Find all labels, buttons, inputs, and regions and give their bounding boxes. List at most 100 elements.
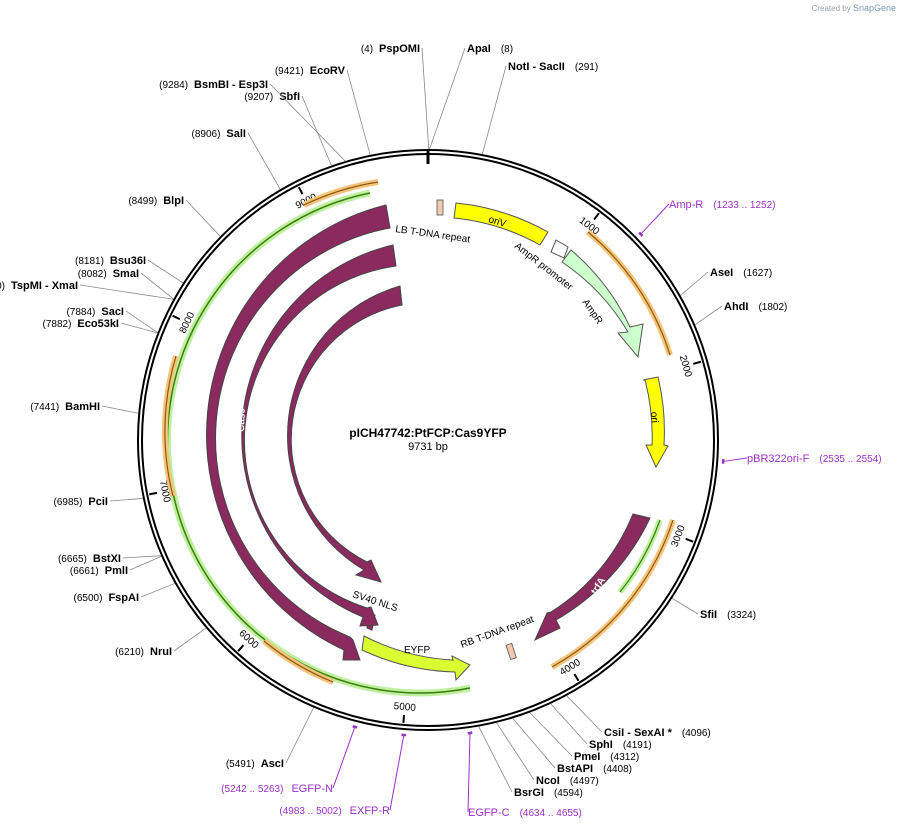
restriction-site-ncoi[interactable]: NcoI(4497) <box>536 775 599 787</box>
site-position: (8) <box>501 44 513 55</box>
restriction-site-sali[interactable]: SalI(8906) <box>192 128 246 140</box>
site-position: (6500) <box>74 593 103 604</box>
site-name: SacI <box>101 306 124 318</box>
site-position: (8080) <box>0 281 5 292</box>
restriction-site-nrui[interactable]: NruI(6210) <box>115 646 172 658</box>
site-position: (7441) <box>30 402 59 413</box>
orf-arc-orange-5-line <box>551 519 674 668</box>
site-name: BamHI <box>65 401 100 413</box>
primer-group: Amp-R(1233 .. 1252) pBR322ori-F(2535 .. 2… <box>221 199 881 819</box>
tick-mark <box>685 537 694 543</box>
site-leader <box>109 498 143 502</box>
site-position: (4191) <box>623 740 652 751</box>
primer-pbr322ori-f[interactable]: pBR322ori-F(2535 .. 2554) <box>747 453 882 465</box>
site-position: (7884) <box>66 307 95 318</box>
feature-cas9-2 <box>241 244 397 627</box>
site-name: SbfI <box>279 91 300 103</box>
restriction-site-sphi[interactable]: SphI (4191) <box>589 739 652 751</box>
restriction-site-csii[interactable]: CsiI - SexAI *(4096) <box>604 727 711 739</box>
restriction-site-bsrgi[interactable]: BsrGI(4594) <box>514 787 583 799</box>
feature-eyfp <box>361 635 471 682</box>
restriction-site-pspomi[interactable]: PspOMI(4) <box>361 43 420 55</box>
restriction-site-bstxi[interactable]: BstXI(6665) <box>58 553 121 565</box>
site-name: Bsu36I <box>110 255 146 267</box>
orf-arc-orange-1-line <box>303 181 379 206</box>
credit-prefix: Created by <box>811 4 851 13</box>
site-name: BlpI <box>163 195 184 207</box>
site-name: CsiI - SexAI * <box>604 727 673 739</box>
label-lb-tdna: LB T-DNA repeat <box>395 224 471 245</box>
orf-arc-green-trfa-line <box>619 519 661 593</box>
feature-lb-tdna-box <box>436 199 444 216</box>
site-position: (6210) <box>115 647 144 658</box>
label-ampr: AmpR <box>580 297 605 326</box>
plasmid-title: pICH47742:PtFCP:Cas9YFP <box>349 426 506 440</box>
site-position: (6661) <box>70 566 99 577</box>
restriction-site-noti[interactable]: NotI - SacII(291) <box>508 61 598 73</box>
orf-arc-orange-2-line <box>164 355 177 497</box>
primer-egfp-n[interactable]: EGFP-N(5242 .. 5263) <box>221 783 333 795</box>
site-name: BstXI <box>93 553 121 565</box>
site-name: SphI <box>589 739 613 751</box>
label-eyfp: EYFP <box>404 645 430 656</box>
site-position: (6985) <box>54 497 83 508</box>
primer-exfp-r[interactable]: EXFP-R(4983 .. 5002) <box>279 805 390 817</box>
feature-group <box>206 199 669 682</box>
site-name: Eco53kI <box>77 318 119 330</box>
restriction-site-asci[interactable]: AscI(5491) <box>226 758 284 770</box>
site-leader <box>247 132 281 190</box>
restriction-site-eco53ki[interactable]: Eco53kI(7882) <box>43 318 120 330</box>
snapgene-logo: SnapGene <box>852 3 896 13</box>
primer-leader <box>389 734 405 811</box>
site-leader <box>529 712 573 757</box>
primer-leader <box>640 203 670 235</box>
restriction-site-bsu36i[interactable]: Bsu36I(8181) <box>75 255 146 267</box>
site-name: PspOMI <box>379 43 420 55</box>
primer-leader <box>332 726 356 789</box>
site-name: AscI <box>261 758 284 770</box>
site-leader <box>478 726 513 793</box>
primer-egfp-c[interactable]: EGFP-C(4634 .. 4655) <box>468 807 582 819</box>
restriction-site-bamhi[interactable]: BamHI (7441) <box>30 401 100 413</box>
site-name: PciI <box>88 496 108 508</box>
site-position: (9421) <box>275 66 304 77</box>
feature-trfa <box>533 513 651 642</box>
feature-cas9-3 <box>287 285 403 583</box>
restriction-site-smai[interactable]: SmaI(8082) <box>78 268 139 280</box>
restriction-site-ahdi[interactable]: AhdI(1802) <box>724 301 787 313</box>
feature-rb-tdna-box <box>505 642 517 661</box>
restriction-site-tspmi[interactable]: TspMI - XmaI(8080) <box>0 280 78 292</box>
site-name: FspAI <box>108 592 139 604</box>
restriction-site-pmei[interactable]: PmeI(4312) <box>574 751 639 763</box>
tick-label: 5000 <box>393 701 417 714</box>
restriction-site-sfii[interactable]: SfiI(3324) <box>700 609 756 621</box>
label-oriv: oriV <box>487 214 507 230</box>
site-leader <box>694 305 723 326</box>
site-name: BsrGI <box>514 787 544 799</box>
primer-amp-r[interactable]: Amp-R(1233 .. 1252) <box>669 199 776 211</box>
restriction-site-sbfi[interactable]: SbfI(9207) <box>244 91 300 103</box>
restriction-site-ecorv[interactable]: EcoRV(9421) <box>275 65 346 77</box>
site-leader <box>125 310 158 333</box>
site-leader <box>680 271 709 296</box>
restriction-site-apai[interactable]: ApaI(8) <box>467 43 513 55</box>
restriction-site-bsmbi[interactable]: BsmBI - Esp3I(9284) <box>159 79 268 91</box>
site-leader <box>496 722 535 781</box>
primer-range: (4983 .. 5002) <box>279 806 341 817</box>
tick-mark <box>297 186 304 195</box>
restriction-site-fspai[interactable]: FspAI (6500) <box>74 592 139 604</box>
site-name: BsmBI - Esp3I <box>194 79 268 91</box>
site-name: SmaI <box>113 268 139 280</box>
restriction-site-bstapi[interactable]: BstAPI(4408) <box>557 763 632 775</box>
restriction-site-blpi[interactable]: BlpI(8499) <box>128 195 184 207</box>
tick-mark <box>573 673 580 682</box>
site-name: NotI - SacII <box>508 61 565 73</box>
tick-mark <box>402 714 406 724</box>
restriction-site-saci[interactable]: SacI (7884) <box>66 306 124 318</box>
restriction-site-asei[interactable]: AseI(1627) <box>710 267 772 279</box>
site-name: SfiI <box>700 609 717 621</box>
tick-mark <box>593 212 600 221</box>
restriction-site-pcii[interactable]: PciI (6985) <box>54 496 108 508</box>
site-position: (1802) <box>758 302 787 313</box>
restriction-site-pmli[interactable]: PmlI(6661) <box>70 565 128 577</box>
